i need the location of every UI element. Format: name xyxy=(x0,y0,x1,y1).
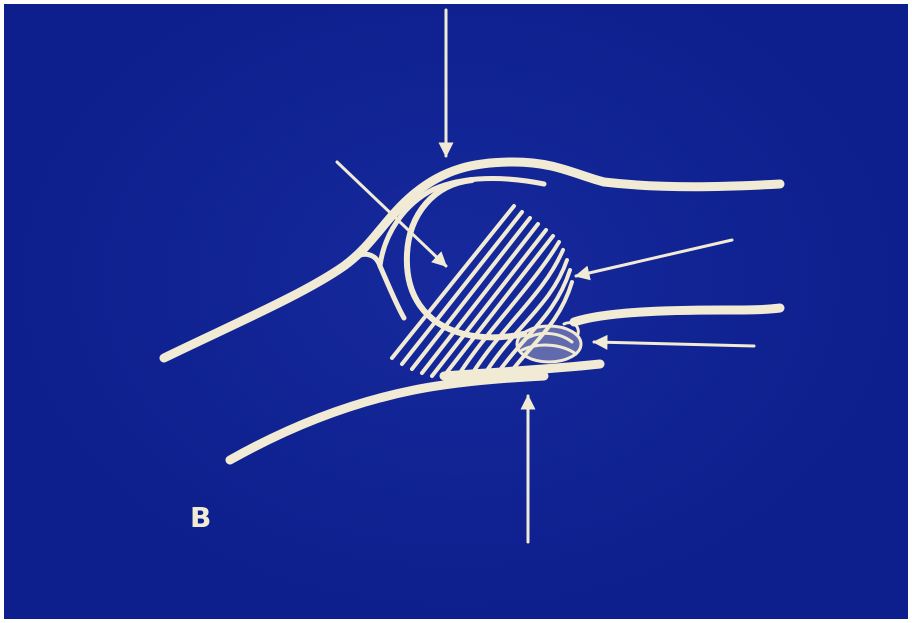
lower-contour xyxy=(230,376,544,460)
inner-capsule-line xyxy=(348,254,404,318)
anatomical-diagram xyxy=(4,4,908,619)
bursa-knot xyxy=(517,323,581,362)
slide-background: B xyxy=(4,4,908,619)
arrow-right-upper xyxy=(576,240,732,276)
arrow-right-lower xyxy=(594,342,754,346)
middle-tendon xyxy=(574,308,780,322)
panel-label: B xyxy=(190,504,212,532)
fiber-2 xyxy=(402,212,522,364)
fiber-3 xyxy=(412,218,530,369)
